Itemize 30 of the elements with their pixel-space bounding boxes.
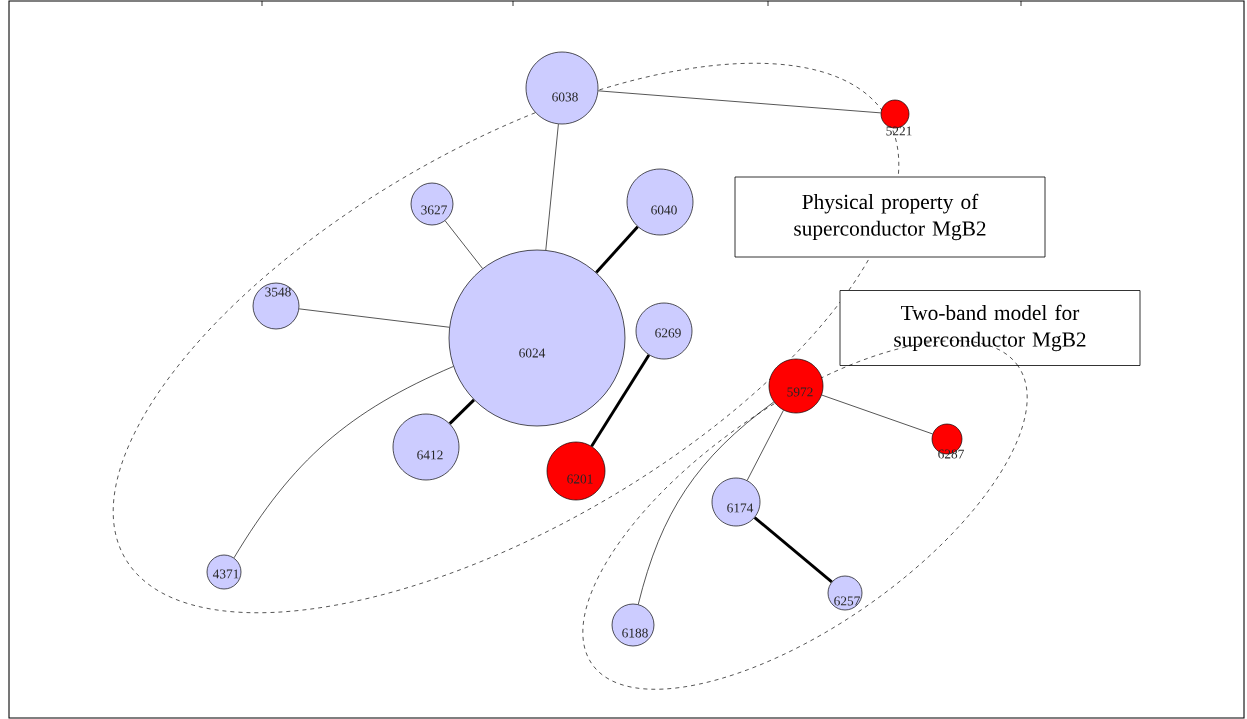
edge-line bbox=[595, 225, 639, 274]
graph-node: 6188 bbox=[611, 603, 655, 647]
edge-line bbox=[637, 401, 775, 605]
label-box: Physical property of superconductor MgB2 bbox=[734, 176, 1046, 258]
graph-node: 6287 bbox=[931, 423, 964, 459]
graph-node: 6038 bbox=[525, 51, 599, 125]
graph-node: 6040 bbox=[626, 168, 694, 236]
edge-line bbox=[233, 366, 454, 559]
graph-node: 4371 bbox=[206, 554, 242, 590]
edge-line bbox=[597, 90, 882, 114]
graph-node: 6174 bbox=[711, 477, 761, 527]
graph-node: 6412 bbox=[392, 413, 460, 481]
graph-node: 3627 bbox=[410, 182, 454, 226]
label-box: Two-band model for superconductor MgB2 bbox=[839, 290, 1141, 366]
graph-node: 6257 bbox=[827, 575, 863, 611]
edge-line bbox=[298, 308, 450, 328]
edge-line bbox=[444, 220, 483, 269]
node-label: 5221 bbox=[886, 126, 912, 136]
edge-line bbox=[448, 398, 475, 425]
graph-node: 5972 bbox=[768, 358, 824, 414]
edge-line bbox=[590, 354, 651, 447]
graph-node: 3548 bbox=[252, 282, 300, 330]
graph-node: 6269 bbox=[635, 302, 693, 360]
edge-line bbox=[545, 123, 559, 251]
graph-node: 6201 bbox=[546, 441, 606, 501]
edge-line bbox=[753, 516, 833, 584]
edge-line bbox=[746, 409, 784, 481]
graph-node: 6024 bbox=[448, 249, 626, 427]
graph-node: 5221 bbox=[880, 99, 912, 136]
edge-line bbox=[821, 394, 933, 435]
